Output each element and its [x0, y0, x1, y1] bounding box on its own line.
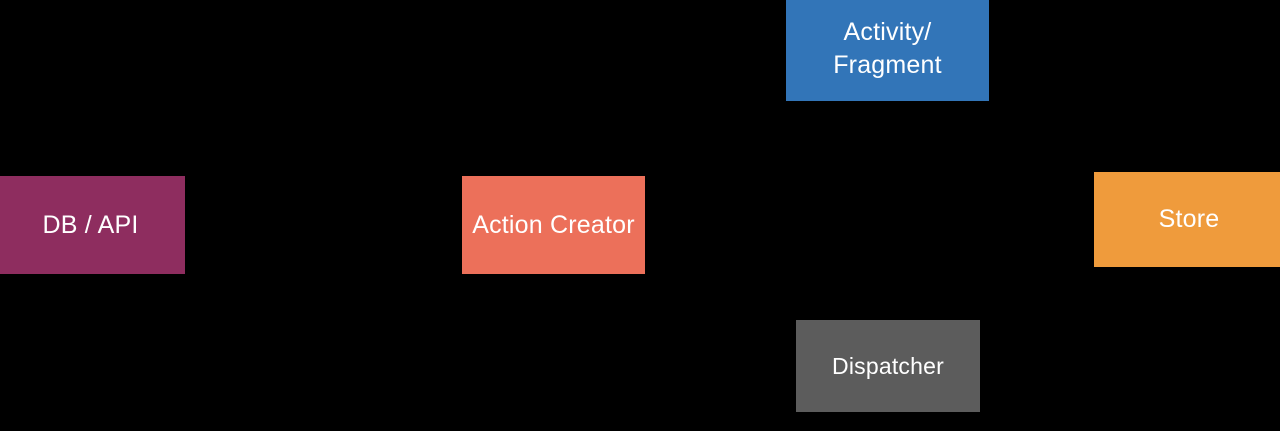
node-store[interactable]: Store: [1094, 172, 1280, 267]
node-db-api-label: DB / API: [42, 210, 139, 239]
node-activity-fragment[interactable]: Activity/ Fragment: [786, 0, 989, 101]
node-dispatcher-label: Dispatcher: [832, 352, 944, 379]
node-store-label: Store: [1158, 205, 1220, 233]
node-action-creator-label: Action Creator: [472, 210, 635, 239]
node-activity-fragment-label: Activity/ Fragment: [833, 18, 942, 79]
node-action-creator[interactable]: Action Creator: [462, 176, 645, 274]
node-dispatcher[interactable]: Dispatcher: [796, 320, 980, 412]
node-db-api[interactable]: DB / API: [0, 176, 185, 274]
